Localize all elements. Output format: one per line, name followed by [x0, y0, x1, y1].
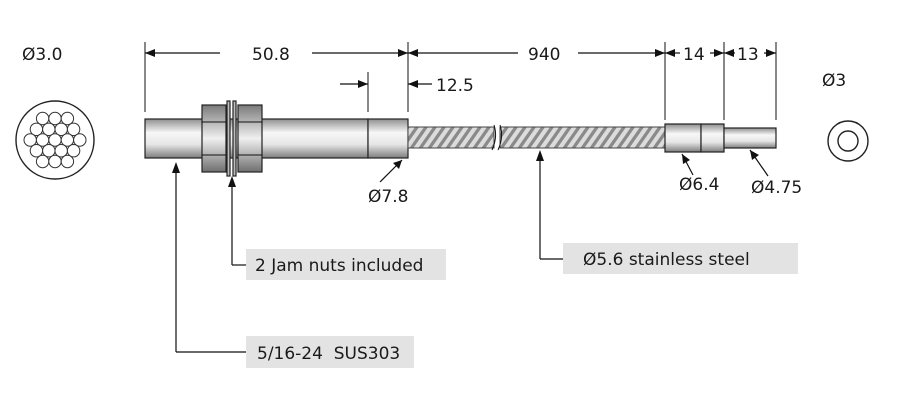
- ferrule-length-label: 14: [683, 45, 705, 65]
- fiber-strand: [66, 144, 81, 158]
- stainless-sheath-cable: [407, 124, 666, 151]
- end-length-label: 13: [737, 45, 759, 65]
- ferrule: [664, 123, 725, 153]
- ferrule-diameter-label: Ø6.4: [679, 175, 719, 195]
- callout-sheath: Ø5.6 stainless steel: [563, 243, 798, 274]
- fiber-strand: [48, 154, 62, 169]
- fiber-strand: [29, 144, 44, 158]
- fiber-strand: [66, 122, 81, 137]
- fiber-strand: [35, 154, 50, 169]
- fiber-strand: [54, 144, 68, 158]
- end-tube-end-view: [827, 120, 869, 162]
- probe-tip: [367, 118, 409, 159]
- tip-length-label: 12.5: [436, 76, 474, 96]
- callout-leaders: [172, 150, 563, 353]
- bundle-diameter-label: Ø3.0: [22, 45, 62, 65]
- fiber-strands: [23, 111, 87, 169]
- end-tube-diameter-label: Ø4.75: [751, 178, 802, 198]
- callout-jam-nuts: 2 Jam nuts included: [246, 249, 446, 280]
- dimension-lines: [144, 42, 777, 120]
- fiber-strand: [60, 154, 75, 169]
- end-view-diameter-label: Ø3: [822, 71, 846, 91]
- bundle-end-view: [15, 100, 95, 180]
- fiber-strand: [73, 133, 87, 147]
- sheath-note: Ø5.6 stainless steel: [583, 250, 750, 270]
- end-tube: [723, 127, 777, 149]
- washer-2: [232, 100, 237, 177]
- jam-nut-1: [201, 104, 227, 173]
- fiber-strand: [42, 144, 56, 158]
- fiber-strand: [48, 111, 62, 126]
- thread-note: 5/16-24 SUS303: [257, 344, 400, 364]
- jam-nuts-note: 2 Jam nuts included: [255, 256, 423, 276]
- callout-thread: 5/16-24 SUS303: [246, 336, 414, 368]
- body-diameter-label: Ø7.8: [368, 187, 408, 207]
- washer-1: [226, 100, 231, 177]
- fiber-strand: [60, 111, 75, 126]
- probe-assembly: [144, 100, 777, 177]
- cable-length-label: 940: [528, 45, 560, 65]
- body-length-label: 50.8: [252, 45, 290, 65]
- diameter-leaders: [379, 149, 769, 183]
- fiber-strand: [35, 111, 50, 126]
- jam-nut-2: [237, 104, 263, 173]
